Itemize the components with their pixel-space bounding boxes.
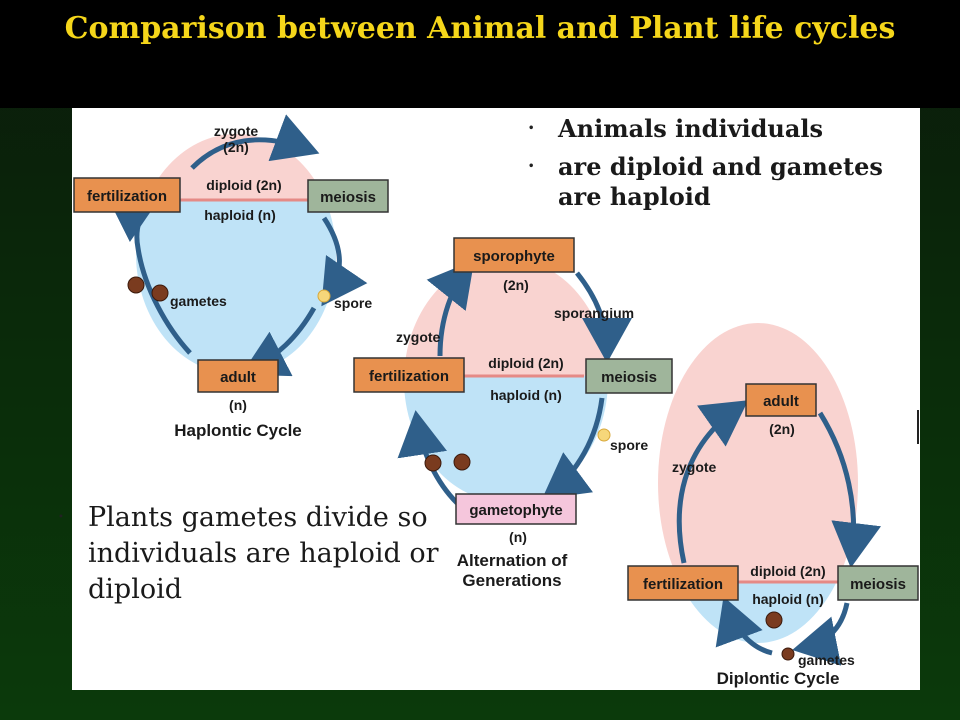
alternation-haploid-label: haploid (n) [490, 387, 562, 403]
plant-note-text: Plants gametes divide so individuals are… [88, 502, 439, 605]
haplontic-cycle-title: Haplontic Cycle [174, 421, 302, 440]
haplontic-spore-icon [317, 289, 331, 303]
alternation-gametophyte-label: gametophyte [469, 502, 562, 519]
diplontic-diploid-label: diploid (2n) [750, 563, 825, 579]
haplontic-meiosis-box [307, 179, 389, 213]
animal-note-text: Animals individuals [558, 114, 824, 143]
alternation-sporophyte-box [453, 237, 575, 273]
haplontic-meiosis-label: meiosis [320, 189, 376, 206]
haplontic-zygote-ploidy: (2n) [223, 139, 249, 155]
diplontic-adult-box [745, 383, 817, 417]
alternation-zygote-label: zygote [396, 329, 441, 345]
diplontic-zygote-label: zygote [672, 459, 717, 475]
diplontic-cycle-title: Diplontic Cycle [717, 669, 840, 688]
animal-note-text: are diploid and gametes are haploid [558, 152, 883, 211]
haplontic-adult-ploidy: (n) [229, 397, 247, 413]
alternation-gamete-icon [424, 454, 442, 472]
haplontic-haploid-label: haploid (n) [204, 207, 276, 223]
haplontic-adult-box [197, 359, 279, 393]
life-cycle-diagram: zygote (2n) fertilization meiosis diploi… [73, 114, 919, 688]
haplontic-fertilization-label: fertilization [87, 188, 167, 205]
diplontic-gametes-label: gametes [798, 652, 855, 668]
bullet-icon: • [528, 161, 535, 172]
alternation-sporangium-label: sporangium [554, 305, 634, 321]
haplontic-fertilization-box [73, 177, 181, 213]
bullet-icon: • [528, 123, 535, 134]
haplontic-cycle: zygote (2n) fertilization meiosis diploi… [73, 114, 389, 440]
diplontic-fertilization-box [627, 565, 739, 601]
animal-note-list: • Animals individuals • are diploid and ga… [528, 114, 908, 220]
haplontic-gametes-label: gametes [170, 293, 227, 309]
diplontic-adult-label: adult [763, 393, 799, 410]
alternation-gametophyte-ploidy: (n) [509, 529, 527, 545]
alternation-meiosis-label: meiosis [601, 369, 657, 386]
animal-note-item: • are diploid and gametes are haploid [528, 152, 908, 212]
diplontic-haploid-label: haploid (n) [752, 591, 824, 607]
diplontic-gamete-icon [781, 647, 795, 661]
haplontic-spore-label: spore [334, 295, 372, 311]
diplontic-gamete-icon [765, 611, 783, 629]
alternation-title-line1: Alternation of [457, 551, 568, 570]
haplontic-diploid-label: diploid (2n) [206, 177, 281, 193]
alternation-spore-label: spore [610, 437, 648, 453]
bullet-icon: • [58, 512, 64, 523]
diplontic-adult-ploidy: (2n) [769, 421, 795, 437]
animal-note-item: • Animals individuals [528, 114, 908, 144]
haplontic-zygote-label: zygote [214, 123, 259, 139]
plant-note-item: • Plants gametes divide so individuals ar… [58, 500, 448, 608]
alternation-fertilization-box [353, 357, 465, 393]
diplontic-fertilization-label: fertilization [643, 576, 723, 593]
alternation-title-line2: Generations [462, 571, 561, 590]
diplontic-meiosis-box [837, 565, 919, 601]
diplontic-cycle: adult (2n) zygote fertilization meiosis … [627, 323, 919, 688]
alternation-gametophyte-box [455, 493, 577, 525]
plant-note-list: • Plants gametes divide so individuals ar… [58, 500, 448, 608]
title-bar [0, 0, 960, 108]
alternation-spore-icon [597, 428, 611, 442]
alternation-sporophyte-ploidy: (2n) [503, 277, 529, 293]
alternation-sporophyte-label: sporophyte [473, 248, 555, 265]
diagram-panel: zygote (2n) fertilization meiosis diploi… [72, 108, 920, 690]
haplontic-gamete-icon [151, 284, 169, 302]
alternation-fertilization-label: fertilization [369, 368, 449, 385]
slide-title: Comparison between Animal and Plant life… [64, 11, 896, 46]
haplontic-gamete-icon [127, 276, 145, 294]
diplontic-meiosis-label: meiosis [850, 576, 906, 593]
haplontic-adult-label: adult [220, 369, 256, 386]
alternation-gamete-icon [453, 453, 471, 471]
alternation-diploid-label: diploid (2n) [488, 355, 563, 371]
alternation-meiosis-box [585, 358, 673, 394]
